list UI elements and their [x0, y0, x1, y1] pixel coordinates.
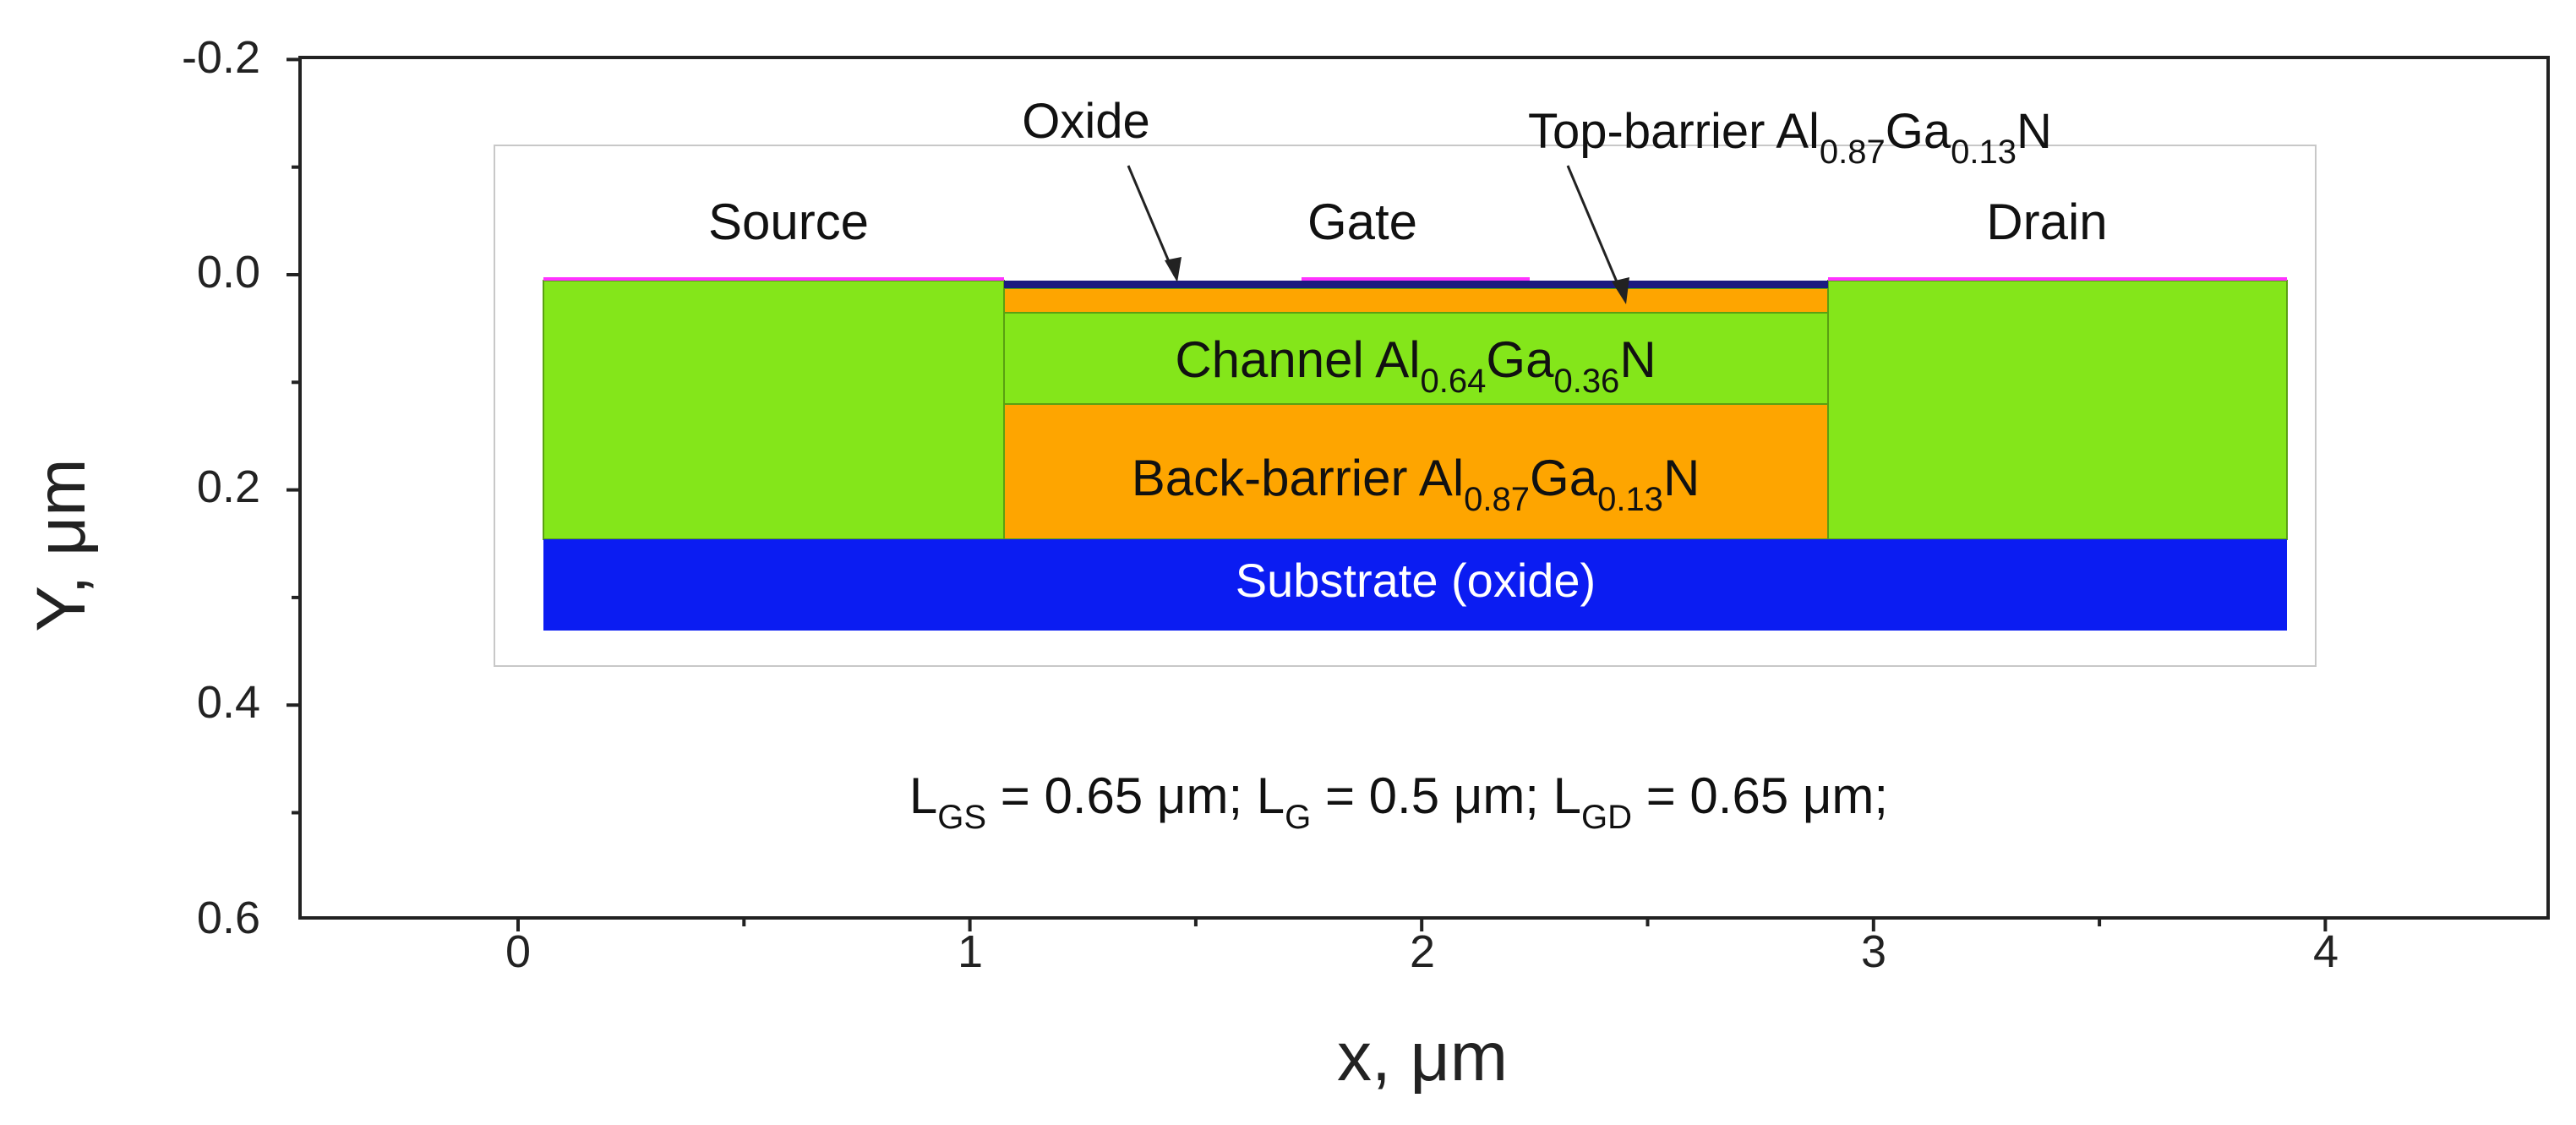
oxide-label: Oxide — [1022, 94, 1150, 149]
source-label: Source — [708, 194, 869, 250]
y-axis-title: Y, μm — [23, 458, 100, 631]
y-tick-label: 0.4 — [197, 677, 260, 728]
dimension-parameters: LGS = 0.65 μm; LG = 0.5 μm; LGD = 0.65 μ… — [909, 767, 1888, 836]
x-tick-label: 4 — [2313, 926, 2339, 977]
x-tick-label: 1 — [958, 926, 983, 977]
y-tick-label: 0.2 — [197, 461, 260, 512]
top-barrier-arrowhead — [1612, 277, 1629, 304]
y-tick-label: -0.2 — [182, 32, 260, 83]
y-axis-ticks — [287, 57, 300, 815]
gate-label: Gate — [1307, 194, 1417, 250]
channel-label: Channel Al0.64Ga0.36N — [1175, 331, 1656, 400]
channel-layer — [1003, 312, 1829, 405]
y-tick-label: 0.0 — [197, 247, 260, 298]
y-tick-label: 0.6 — [197, 893, 260, 943]
source-region — [543, 280, 1005, 540]
x-tick-label: 0 — [505, 926, 531, 977]
top-barrier-arrow — [1566, 165, 1624, 297]
oxide-layer — [1004, 281, 1828, 288]
x-tick-label: 2 — [1410, 926, 1435, 977]
drain-region — [1827, 280, 2288, 540]
x-axis-ticks — [516, 918, 2328, 931]
x-axis-title: x, μm — [1337, 1019, 1508, 1095]
oxide-arrow — [1127, 165, 1176, 276]
substrate-layer — [543, 539, 2287, 631]
top-barrier-layer — [1003, 287, 1829, 314]
oxide-arrowhead — [1165, 257, 1182, 282]
back-barrier-label: Back-barrier Al0.87Ga0.13N — [1132, 450, 1700, 518]
top-barrier-label: Top-barrier Al0.87Ga0.13N — [1528, 104, 2052, 171]
x-tick-label: 3 — [1861, 926, 1886, 977]
substrate-label: Substrate (oxide) — [1236, 554, 1596, 607]
drain-label: Drain — [1986, 194, 2107, 250]
